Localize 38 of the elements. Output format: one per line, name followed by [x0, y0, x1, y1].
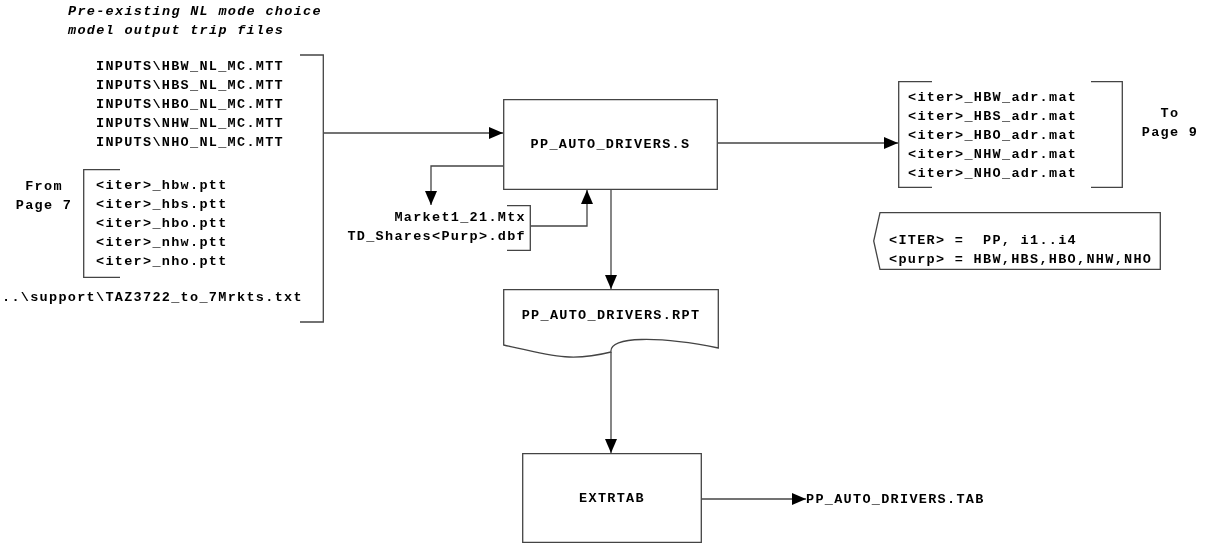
file-name: Market1_21.Mtx [393, 209, 526, 227]
file-name: <ITER> = PP, i1..i4 [889, 232, 1079, 250]
heading: Pre-existing NL mode choice model output trip files [68, 3, 323, 40]
arrow [717, 137, 899, 149]
file-name: <iter>_NHO_adr.mat [908, 165, 1079, 183]
file-name: INPUTS\HBW_NL_MC.MTT [96, 58, 286, 76]
page-reference: From Page 7 [14, 178, 74, 215]
file-name: TD_Shares<Purp>.dbf [346, 228, 526, 246]
file-name: <purp> = HBW,HBS,HBO,NHW,NHO [889, 251, 1154, 269]
file-name: <iter>_hbo.ptt [96, 215, 229, 233]
process-box [503, 99, 718, 190]
arrow [701, 493, 807, 505]
note-shape [873, 212, 1161, 270]
file-name: INPUTS\HBS_NL_MC.MTT [96, 77, 286, 95]
file-name: <iter>_hbw.ptt [96, 177, 229, 195]
file-name: PP_AUTO_DRIVERS.TAB [806, 491, 986, 509]
file-name: INPUTS\NHO_NL_MC.MTT [96, 134, 286, 152]
file-name: <iter>_nhw.ptt [96, 234, 229, 252]
arrow [425, 165, 504, 206]
arrow [530, 189, 593, 227]
document-shape [503, 289, 719, 358]
page-reference: To Page 9 [1140, 105, 1200, 142]
arrow [605, 351, 617, 454]
file-name: PP_AUTO_DRIVERS.S [529, 136, 692, 154]
file-name: INPUTS\NHW_NL_MC.MTT [96, 115, 286, 133]
file-name: <iter>_NHW_adr.mat [908, 146, 1079, 164]
file-name: <iter>_HBS_adr.mat [908, 108, 1079, 126]
file-name: PP_AUTO_DRIVERS.RPT [520, 307, 702, 325]
file-name: <iter>_HBO_adr.mat [908, 127, 1079, 145]
file-name: EXTRTAB [578, 490, 646, 508]
process-box [522, 453, 702, 543]
arrow [323, 127, 504, 139]
file-name: <iter>_hbs.ptt [96, 196, 229, 214]
file-name: INPUTS\HBO_NL_MC.MTT [96, 96, 286, 114]
file-name: <iter>_HBW_adr.mat [908, 89, 1079, 107]
arrow [605, 189, 617, 290]
file-name: <iter>_nho.ptt [96, 253, 229, 271]
file-name: ..\support\TAZ3722_to_7Mrkts.txt [2, 289, 304, 307]
